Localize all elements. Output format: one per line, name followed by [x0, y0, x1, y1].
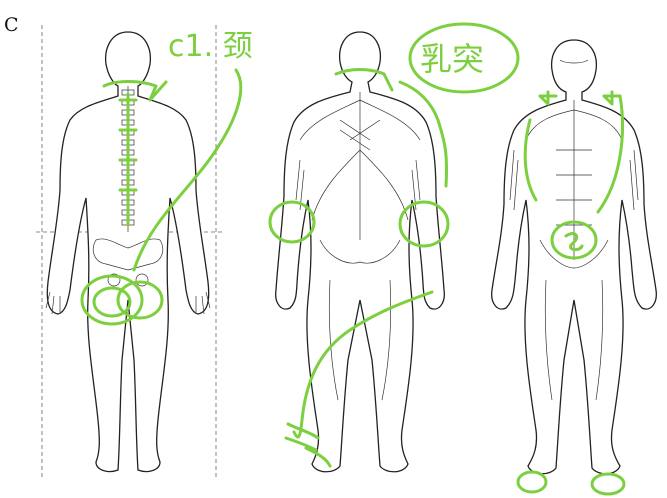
- top-annotation-label: 乳突: [420, 40, 484, 78]
- muscular-back-figure: [276, 32, 445, 472]
- neck-annotation-label: c1. 颈: [168, 29, 253, 64]
